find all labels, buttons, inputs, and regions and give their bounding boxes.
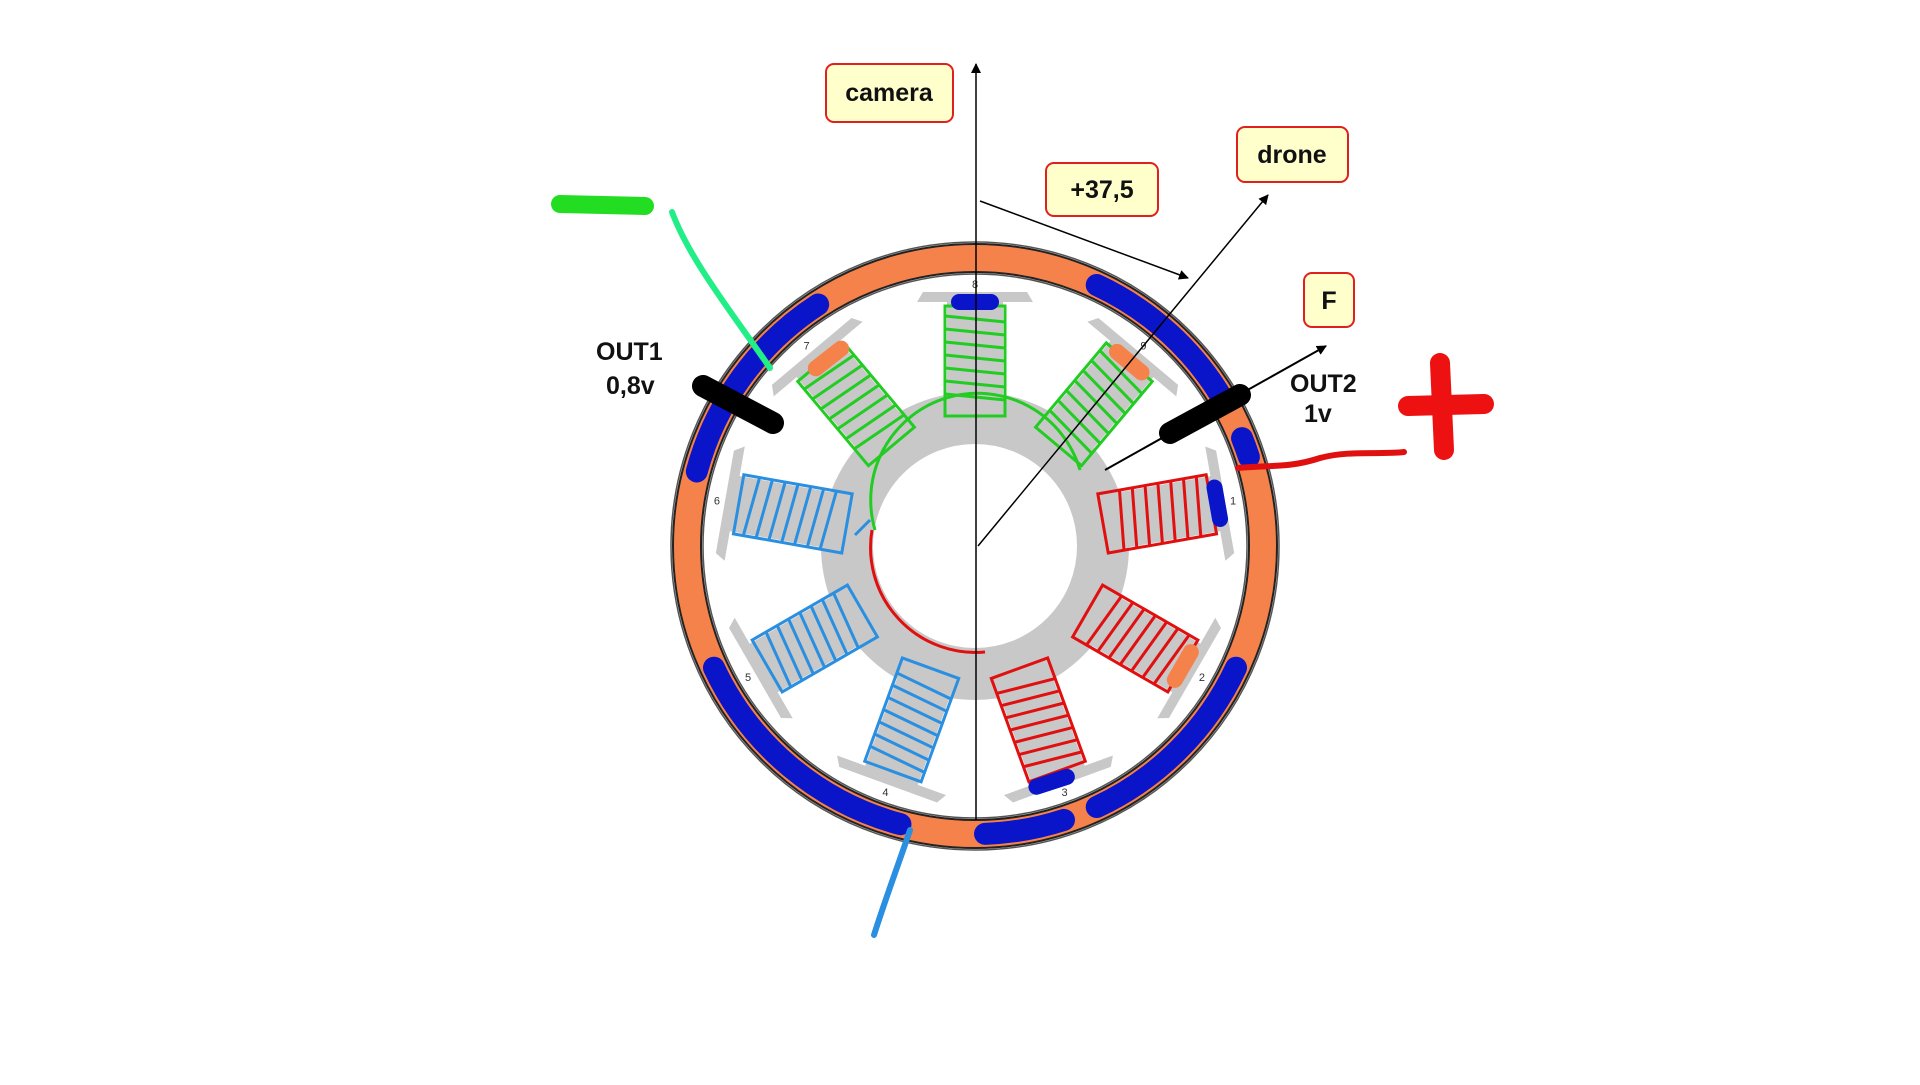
slot-number-2: 2 xyxy=(1199,672,1205,684)
coil-pad-4 xyxy=(1206,479,1229,528)
force-label: F xyxy=(1321,287,1336,315)
blue-phase-bus xyxy=(853,518,872,537)
magnet-arc-5 xyxy=(974,808,1075,845)
out1-name: OUT1 xyxy=(596,338,663,366)
blue-lead-wire xyxy=(871,827,913,938)
rotor-ring-outer-edge xyxy=(670,241,1280,851)
angle-label-box: +37,5 xyxy=(1045,162,1159,217)
coil-pad-5 xyxy=(1166,644,1199,688)
red-phase-bus xyxy=(869,529,986,654)
brush-out1-icon xyxy=(692,375,784,434)
slot-number-7: 7 xyxy=(804,340,810,352)
camera-label-box: camera xyxy=(825,63,954,123)
magnet-arc-2 xyxy=(685,293,830,483)
stator-bore xyxy=(875,446,1075,646)
slot-number-5: 5 xyxy=(745,672,751,684)
magnet-arc-3 xyxy=(702,656,912,836)
camera-label: camera xyxy=(845,79,934,107)
coil-pad-6 xyxy=(1028,768,1075,795)
stator-tooth-1 xyxy=(917,292,1033,426)
magnet-arc-6 xyxy=(1231,427,1260,469)
angle-arrow xyxy=(979,200,1189,280)
magnet-arc-1 xyxy=(1085,273,1236,413)
brush-out2-icon xyxy=(1159,384,1251,444)
minus-sign-icon xyxy=(551,195,654,215)
red-lead-wire xyxy=(1235,449,1407,471)
magnet-arcs xyxy=(685,273,1260,845)
drone-label: drone xyxy=(1257,141,1327,169)
stator-tooth-7 xyxy=(715,446,862,561)
stator-tooth-9 xyxy=(837,649,961,803)
slot-number-4: 4 xyxy=(882,787,888,799)
drone-label-box: drone xyxy=(1236,126,1349,183)
coil-pad-1 xyxy=(807,340,850,377)
magnet-arc-4 xyxy=(1085,656,1248,819)
stator-teeth xyxy=(715,292,1235,803)
force-label-box: F xyxy=(1303,272,1355,328)
drone-axis xyxy=(977,194,1269,547)
slot-number-1: 1 xyxy=(1230,496,1236,508)
rotor-ring-inner-edge xyxy=(702,273,1248,819)
out1-value: 0,8v xyxy=(606,372,655,400)
out2-name: OUT2 xyxy=(1290,370,1357,398)
slot-number-3: 3 xyxy=(1062,787,1068,799)
stator-tooth-8 xyxy=(729,581,886,719)
green-lead-wire xyxy=(669,209,773,371)
angle-label: +37,5 xyxy=(1070,176,1133,204)
plus-sign-icon xyxy=(1398,353,1494,460)
slot-number-8: 8 xyxy=(972,279,978,291)
out2-value: 1v xyxy=(1304,400,1332,428)
slot-number-6: 6 xyxy=(714,496,720,508)
green-phase-bus xyxy=(869,391,1082,531)
